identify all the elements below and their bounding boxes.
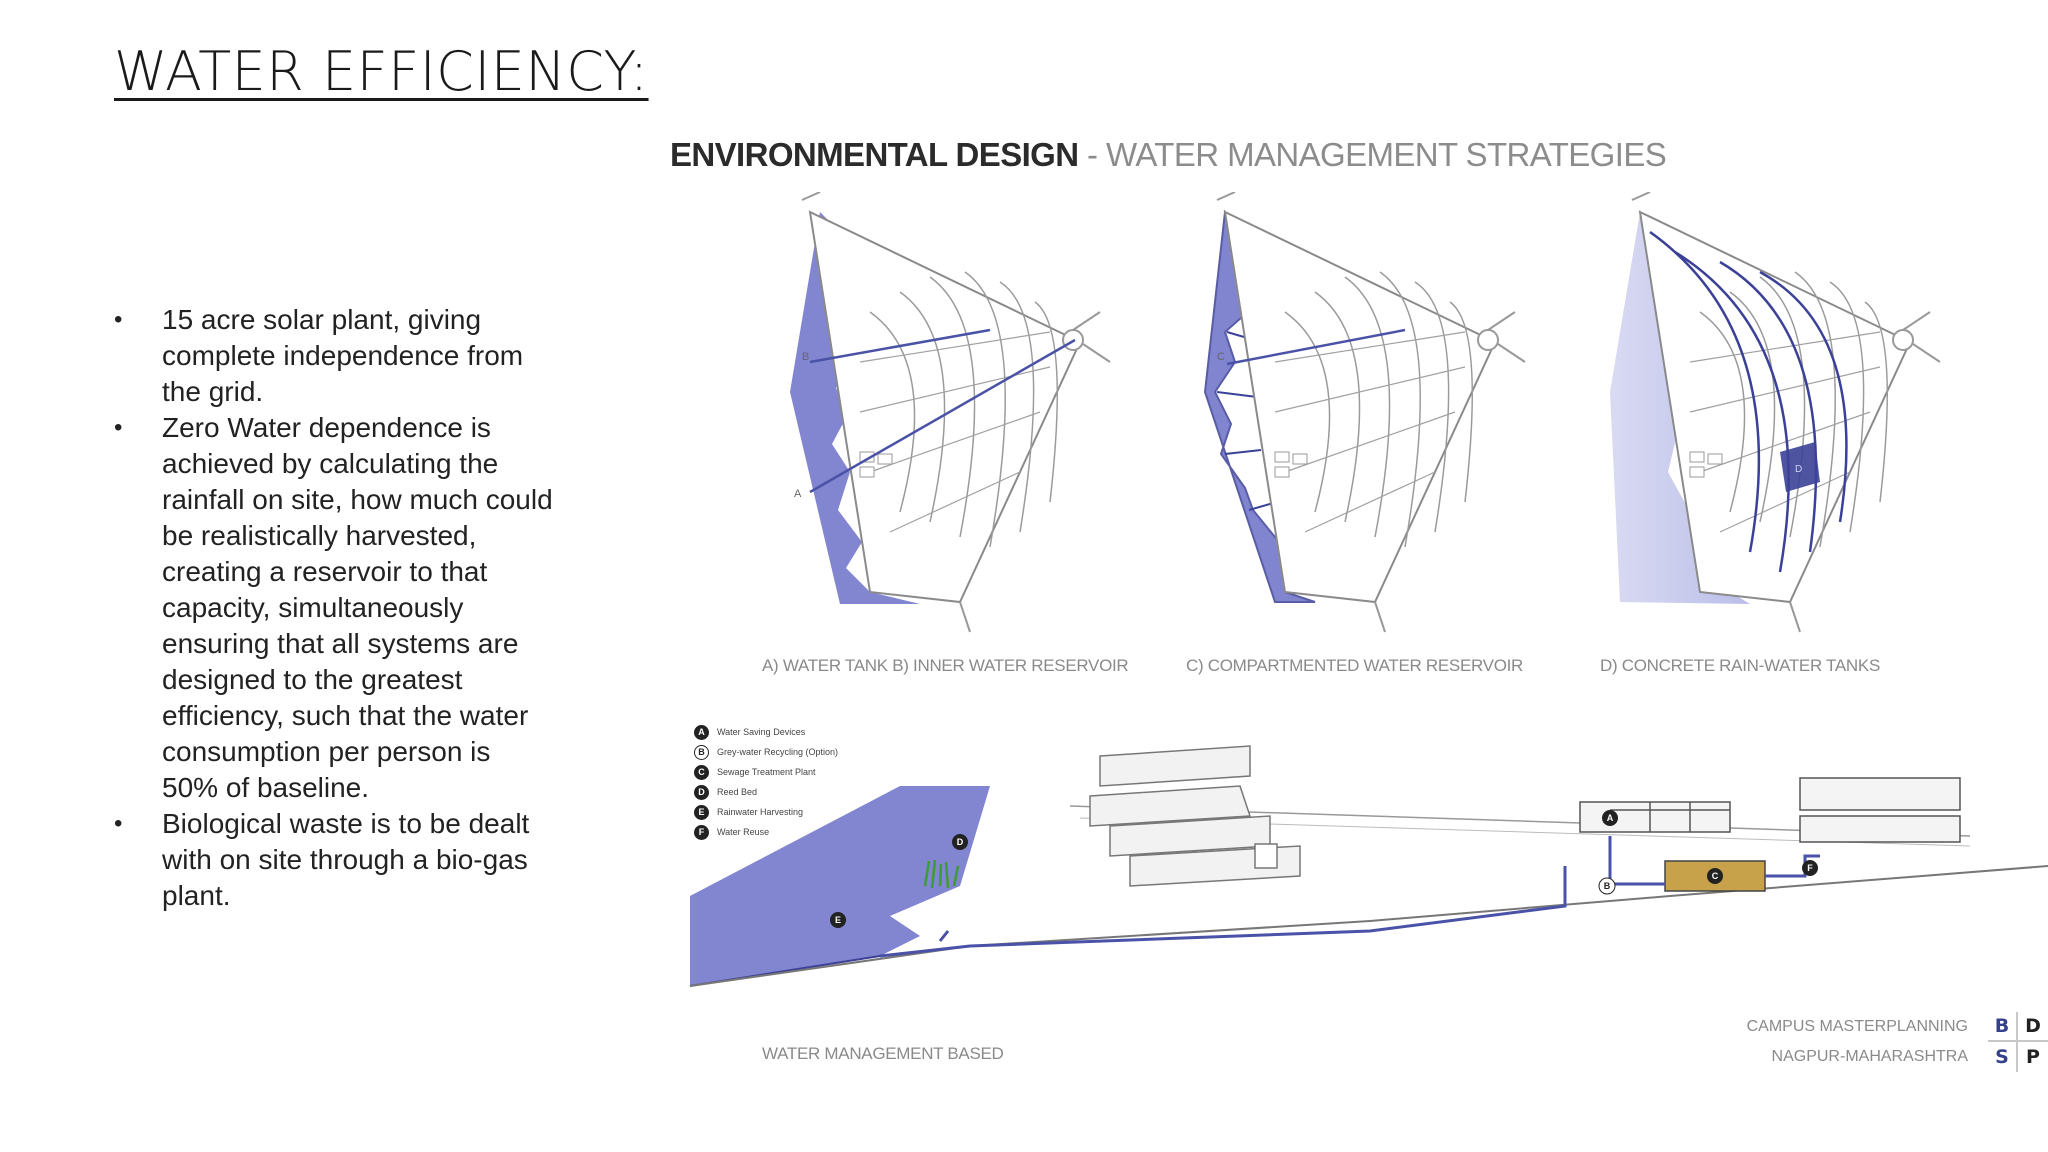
legend-label: Water Reuse bbox=[717, 827, 770, 837]
section-markers: A B C D E F bbox=[830, 810, 1818, 928]
building-stack bbox=[1089, 745, 1301, 887]
marker-d: D bbox=[1795, 464, 1802, 475]
site-section: A B C D E F bbox=[689, 745, 2048, 987]
credit-line-2: NAGPUR-MAHARASHTRA bbox=[1771, 1048, 1968, 1065]
legend-item: E Rainwater Harvesting bbox=[694, 802, 838, 822]
section-marker-a: A bbox=[1607, 813, 1614, 823]
section-marker-e: E bbox=[835, 915, 841, 925]
legend-key: D bbox=[694, 784, 709, 800]
bdsp-logo: B D S P bbox=[1988, 1012, 2048, 1072]
legend-item: B Grey-water Recycling (Option) bbox=[694, 742, 838, 762]
right-buildings bbox=[1579, 777, 1961, 843]
legend-item: D Reed Bed bbox=[694, 782, 838, 802]
section-water-body bbox=[690, 786, 990, 986]
plan-c: C bbox=[1203, 192, 1526, 633]
slide-title: WATER EFFICIENCY: bbox=[114, 40, 649, 103]
legend-key: B bbox=[694, 744, 709, 760]
legend-item: A Water Saving Devices bbox=[694, 722, 838, 742]
figure-heading: ENVIRONMENTAL DESIGN - WATER MANAGEMENT … bbox=[670, 136, 1667, 174]
legend-item: C Sewage Treatment Plant bbox=[694, 762, 838, 782]
caption-a-b: A) WATER TANK B) INNER WATER RESERVOIR bbox=[762, 656, 1129, 675]
marker-c: C bbox=[1217, 351, 1225, 363]
caption-d: D) CONCRETE RAIN-WATER TANKS bbox=[1600, 656, 1880, 675]
section-marker-d: D bbox=[957, 837, 964, 847]
legend-key: F bbox=[694, 824, 709, 840]
bullet-item: 15 acre solar plant, giving complete ind… bbox=[114, 302, 554, 410]
marker-b: B bbox=[802, 351, 809, 363]
legend-label: Sewage Treatment Plant bbox=[717, 767, 816, 777]
bullet-item: Zero Water dependence is achieved by cal… bbox=[114, 410, 554, 806]
site-plans: A B C D bbox=[790, 192, 1941, 633]
water-strategy-figure: ENVIRONMENTAL DESIGN - WATER MANAGEMENT … bbox=[670, 126, 2048, 1152]
reed-bed bbox=[923, 859, 960, 889]
section-marker-f: F bbox=[1807, 863, 1813, 873]
rain-water-tank bbox=[1780, 442, 1820, 492]
logo-letter: B bbox=[1988, 1012, 2018, 1042]
plan-d: D bbox=[1610, 192, 1941, 633]
bullet-list: 15 acre solar plant, giving complete ind… bbox=[114, 302, 554, 914]
plan-a-b: A B bbox=[790, 192, 1111, 633]
section-marker-b: B bbox=[1604, 881, 1611, 891]
section-caption: WATER MANAGEMENT BASED bbox=[762, 1044, 1004, 1063]
logo-letter: S bbox=[1988, 1042, 2018, 1072]
legend-key: E bbox=[694, 804, 709, 820]
logo-letter: P bbox=[2026, 1046, 2040, 1068]
section-marker-c: C bbox=[1712, 871, 1719, 881]
legend-label: Reed Bed bbox=[717, 787, 758, 797]
credit-line-1: CAMPUS MASTERPLANNING bbox=[1746, 1018, 1968, 1035]
flow-line bbox=[809, 328, 991, 364]
marker-a: A bbox=[794, 488, 802, 500]
figure-heading-separator: - bbox=[1078, 136, 1107, 173]
figure-heading-main: ENVIRONMENTAL DESIGN bbox=[670, 136, 1079, 173]
legend-label: Rainwater Harvesting bbox=[717, 807, 804, 817]
legend-key: A bbox=[694, 724, 709, 740]
flow-line bbox=[1226, 328, 1406, 366]
caption-c: C) COMPARTMENTED WATER RESERVOIR bbox=[1186, 656, 1524, 675]
legend-item: F Water Reuse bbox=[694, 822, 838, 842]
legend: A Water Saving Devices B Grey-water Recycl… bbox=[694, 722, 838, 842]
water-tank-area bbox=[790, 212, 920, 604]
legend-label: Grey-water Recycling (Option) bbox=[717, 747, 839, 757]
legend-label: Water Saving Devices bbox=[717, 727, 806, 737]
bullet-item: Biological waste is to be dealt with on … bbox=[114, 806, 554, 914]
legend-key: C bbox=[694, 764, 709, 780]
figure-heading-sub: WATER MANAGEMENT STRATEGIES bbox=[1106, 136, 1667, 173]
credit-block: CAMPUS MASTERPLANNING NAGPUR-MAHARASHTRA bbox=[1747, 1012, 1968, 1072]
flow-line bbox=[809, 338, 1076, 494]
logo-letter: D bbox=[2018, 1012, 2048, 1042]
